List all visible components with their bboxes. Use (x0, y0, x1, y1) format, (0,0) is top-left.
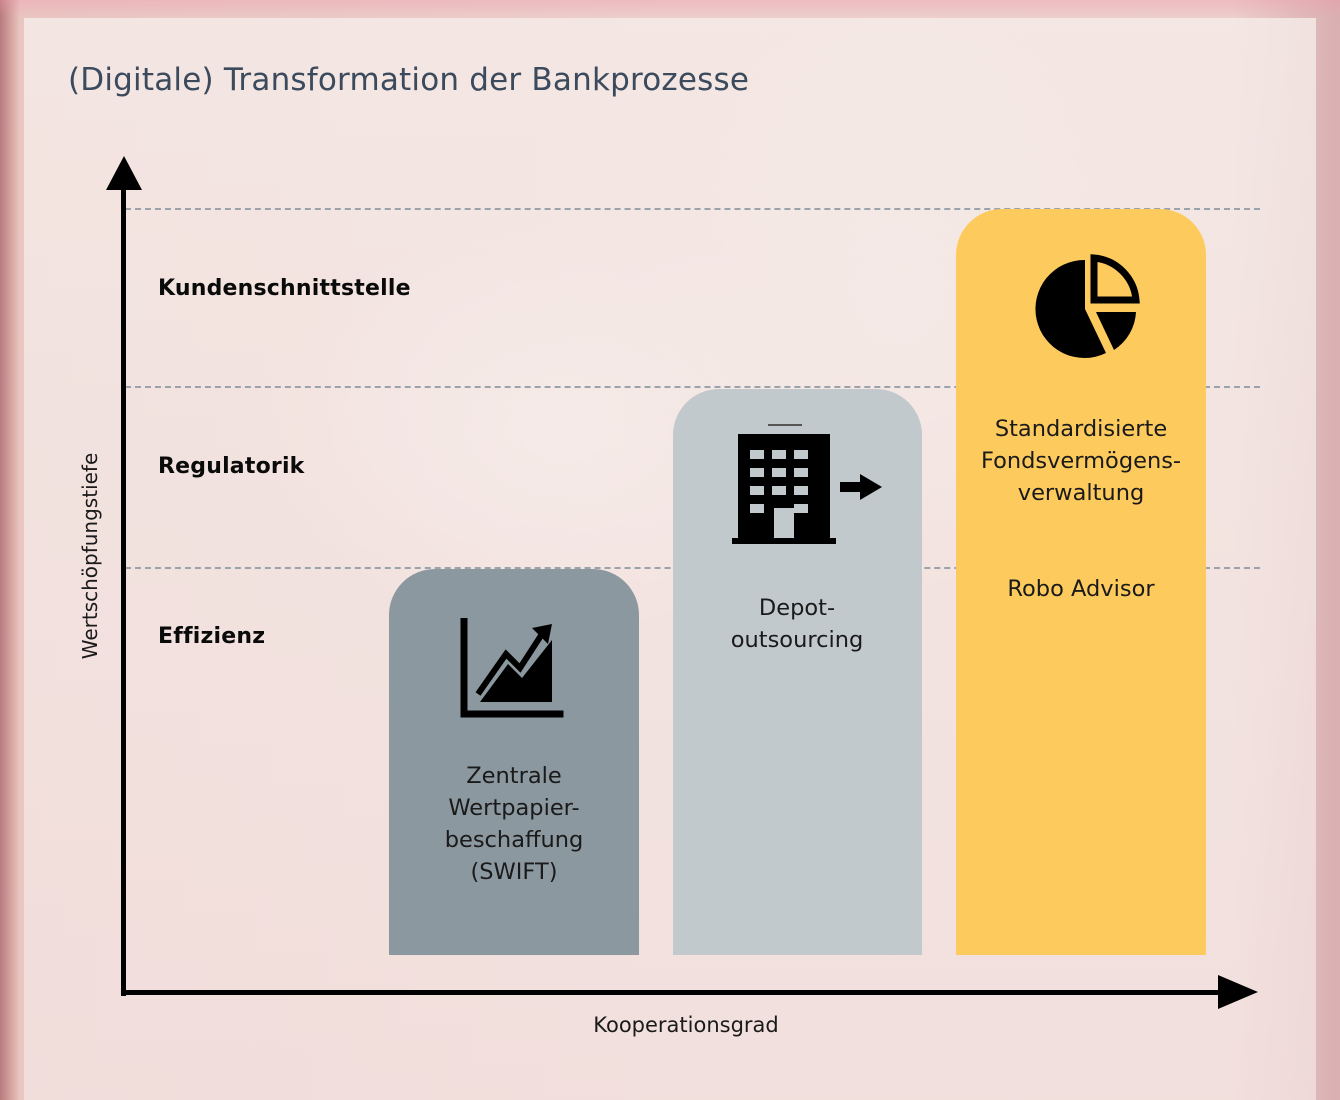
office-building-arrow-icon (732, 424, 882, 544)
level-label-effizienz: Effizienz (158, 624, 266, 649)
column-label-fondsvermoegensverwaltung: Standardisierte Fondsvermögens- verwaltu… (980, 416, 1182, 506)
y-axis-line (121, 186, 126, 996)
y-axis-label: Wertschöpfungstiefe (78, 452, 102, 660)
column-sublabel-robo-advisor: Robo Advisor (1007, 576, 1155, 602)
pie-chart-icon (1035, 254, 1140, 358)
diagram-title: (Digitale) Transformation der Bankprozes… (68, 62, 750, 98)
level-label-regulatorik: Regulatorik (158, 454, 305, 479)
line-chart-icon (460, 618, 564, 718)
level-divider-middle (125, 386, 1260, 388)
column-label-wertpapierbeschaffung: Zentrale Wertpapier- beschaffung (SWIFT) (444, 763, 584, 885)
level-divider-top (125, 208, 1260, 210)
column-wertpapierbeschaffung (389, 569, 639, 955)
y-axis-arrowhead (106, 156, 142, 190)
x-axis-label: Kooperationsgrad (593, 1013, 779, 1037)
x-axis-arrowhead (1218, 975, 1258, 1009)
x-axis-line (121, 990, 1223, 995)
level-label-kundenschnittstelle: Kundenschnittstelle (158, 276, 411, 301)
column-label-depotoutsourcing: Depot- outsourcing (730, 595, 864, 653)
